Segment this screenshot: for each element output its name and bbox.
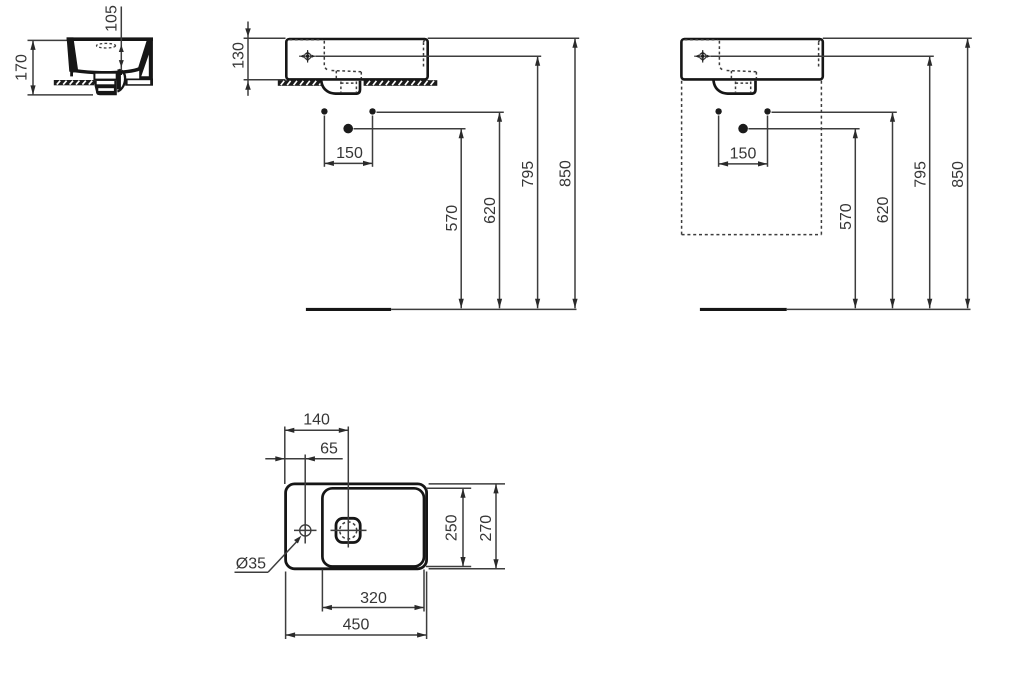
svg-text:130: 130 <box>230 42 247 69</box>
svg-text:850: 850 <box>558 160 575 187</box>
svg-text:270: 270 <box>478 515 495 542</box>
svg-text:620: 620 <box>482 197 499 224</box>
svg-text:620: 620 <box>875 196 892 223</box>
svg-text:795: 795 <box>520 161 537 188</box>
svg-text:105: 105 <box>104 5 121 32</box>
svg-text:140: 140 <box>303 412 330 429</box>
svg-text:570: 570 <box>444 205 461 232</box>
svg-text:150: 150 <box>336 145 363 162</box>
svg-text:250: 250 <box>444 514 461 541</box>
svg-text:570: 570 <box>838 203 855 230</box>
svg-text:Ø35: Ø35 <box>236 555 266 572</box>
svg-text:170: 170 <box>14 54 31 81</box>
svg-text:450: 450 <box>343 617 370 634</box>
svg-text:795: 795 <box>912 161 929 188</box>
svg-text:320: 320 <box>360 590 387 607</box>
svg-text:850: 850 <box>950 161 967 188</box>
svg-text:65: 65 <box>320 441 338 458</box>
svg-text:150: 150 <box>730 146 757 163</box>
